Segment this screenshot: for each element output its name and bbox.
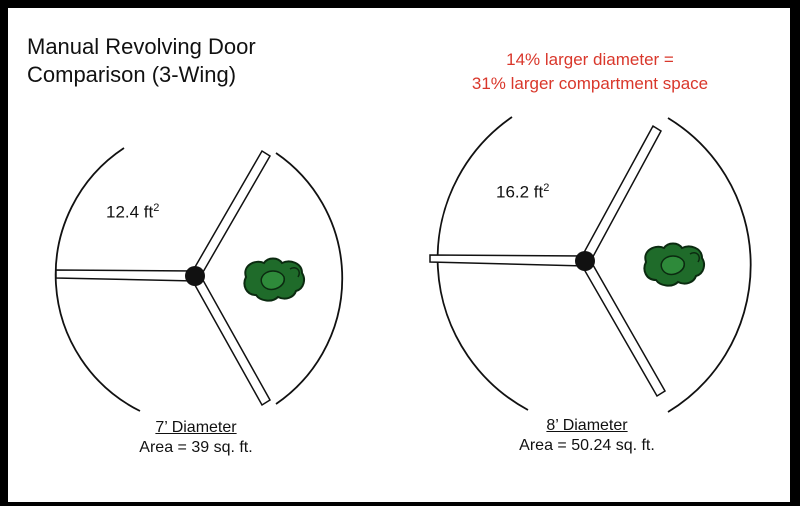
comparison-callout: 14% larger diameter = 31% larger compart… [440,48,740,96]
door-8ft-caption: 8’ Diameter Area = 50.24 sq. ft. [467,416,707,456]
person-topdown-icon [243,257,305,302]
compartment-area-8ft: 16.2 ft2 [496,182,549,203]
compartment-area-7ft: 12.4 ft2 [106,202,159,223]
door-7ft-caption: 7’ Diameter Area = 39 sq. ft. [76,418,316,458]
area-value: 16.2 ft [496,182,544,202]
person-topdown-icon [643,242,705,287]
title-line-2: Comparison (3-Wing) [27,62,237,87]
door-8ft-hub [575,251,595,271]
title-line-1: Manual Revolving Door [27,34,256,59]
area-exponent: 2 [153,202,160,214]
door-8ft [429,116,752,413]
door-8ft-wing-top [580,124,662,266]
door-7ft-hub [185,266,205,286]
callout-line-1: 14% larger diameter = [506,50,674,69]
diameter-label: 7’ Diameter [155,419,237,436]
door-8ft-enclosure-left [436,116,529,411]
door-7ft-wing-top [189,149,272,281]
area-label: Area = 39 sq. ft. [139,439,253,456]
door-7ft [54,147,344,412]
door-7ft-enclosure-right [275,152,344,405]
area-exponent: 2 [543,182,550,194]
area-value: 12.4 ft [106,202,154,222]
door-8ft-wing-left [429,254,586,267]
diagram-title: Manual Revolving Door Comparison (3-Wing… [27,33,256,89]
diameter-label: 8’ Diameter [546,417,628,434]
callout-line-2: 31% larger compartment space [471,74,709,93]
door-7ft-enclosure-left [54,147,141,412]
door-8ft-enclosure-right [667,117,752,413]
area-label: Area = 50.24 sq. ft. [519,437,655,454]
door-7ft-wing-left [55,269,196,282]
